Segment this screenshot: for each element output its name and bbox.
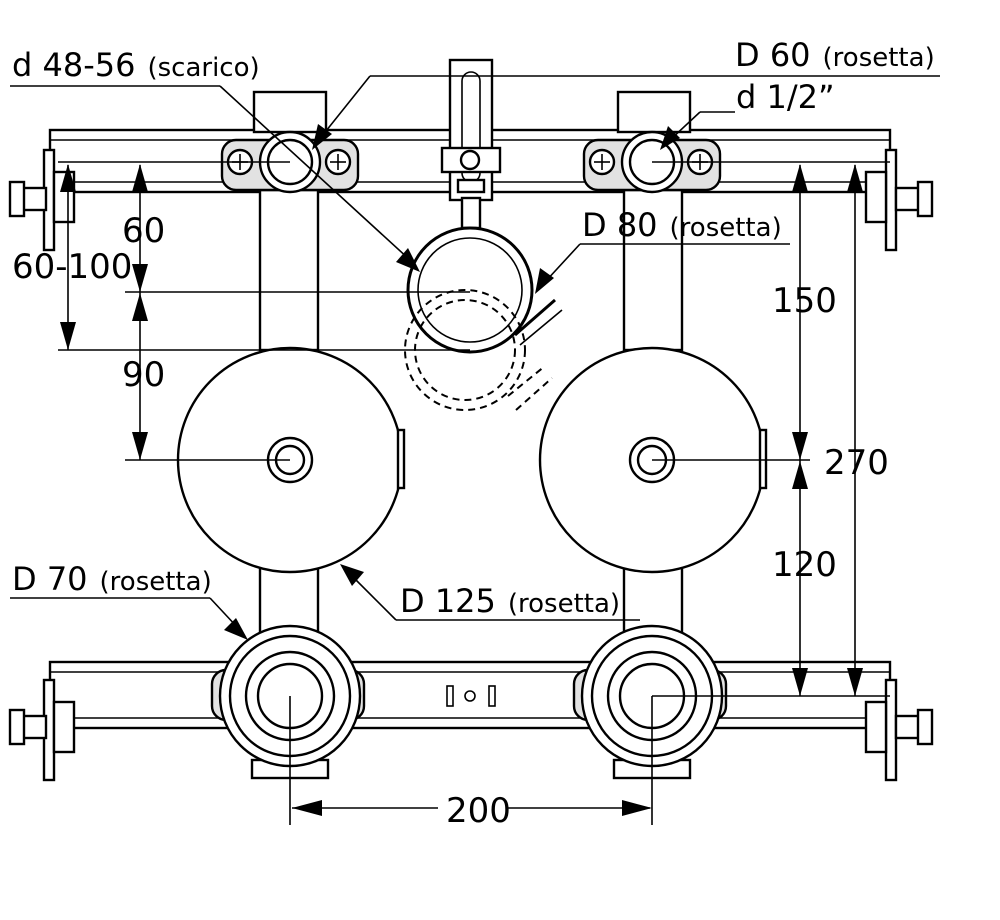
dimension-60-100-line [60,164,76,350]
drain-bracket [440,58,502,230]
dimension-200-line [292,800,652,816]
label-thread: d 1/2” [736,78,835,116]
dimension-60: 60 [122,211,165,251]
dimension-60-100: 60-100 [12,247,132,287]
dimension-60-line [132,164,148,292]
dimension-90-line [132,292,148,460]
rosette-70-left [210,624,366,768]
label-rosette-60: D 60 (rosetta) [735,36,935,74]
label-rosette-80: D 80 (rosetta) [582,206,782,244]
left-pipe [250,90,330,780]
dimension-120-line [792,460,808,696]
bracket-top-left [8,148,76,252]
label-rosette-125: D 125 (rosetta) [400,582,620,620]
bracket-bottom-left [8,678,76,782]
dimension-150: 150 [772,281,837,321]
dimension-270: 270 [824,443,889,483]
bracket-bottom-right [864,678,934,782]
label-rosette-70: D 70 (rosetta) [12,560,212,598]
dimension-90: 90 [122,355,165,395]
dimension-120: 120 [772,545,837,585]
label-drain: d 48-56 (scarico) [12,46,260,84]
dimension-270-line [847,164,863,696]
dimension-200: 200 [446,791,511,831]
bracket-top-right [864,148,934,252]
extension-lines [58,161,890,825]
dimension-150-line [792,164,808,460]
bottom-rail [48,660,892,730]
drain-ring [406,226,563,354]
leader-lines [10,75,940,640]
